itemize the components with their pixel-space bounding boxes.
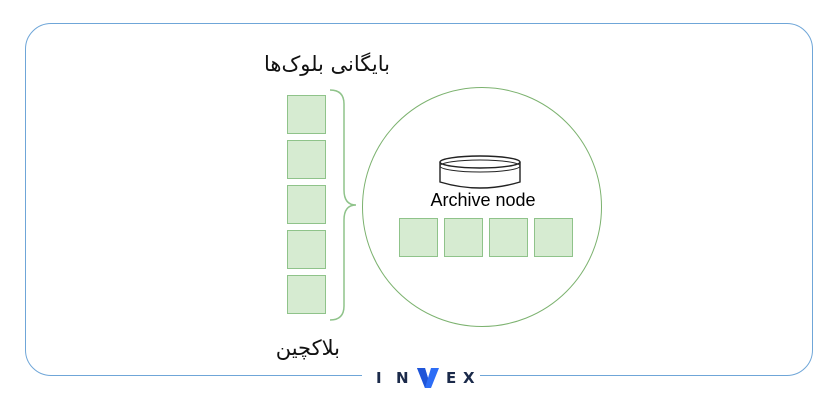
database-icon	[439, 155, 521, 189]
chain-block	[287, 95, 326, 134]
logo-letter: X	[463, 369, 475, 387]
chain-block	[287, 275, 326, 314]
blockchain-label: بلاکچین	[275, 336, 340, 360]
node-block	[444, 218, 483, 257]
chain-block	[287, 230, 326, 269]
archive-blocks-title: بایگانی بلوک‌ها	[263, 52, 390, 76]
logo-letter: E	[446, 369, 457, 387]
logo-letter: N	[396, 369, 409, 387]
invex-logo: I N E X	[362, 367, 480, 391]
logo-letter: I	[376, 369, 382, 387]
archive-node-circle	[362, 87, 602, 327]
chain-block	[287, 140, 326, 179]
brace-icon	[329, 89, 357, 321]
node-block	[399, 218, 438, 257]
node-block	[489, 218, 528, 257]
node-block	[534, 218, 573, 257]
archive-node-label: Archive node	[430, 190, 536, 210]
chain-block	[287, 185, 326, 224]
logo-v-icon	[417, 368, 439, 388]
